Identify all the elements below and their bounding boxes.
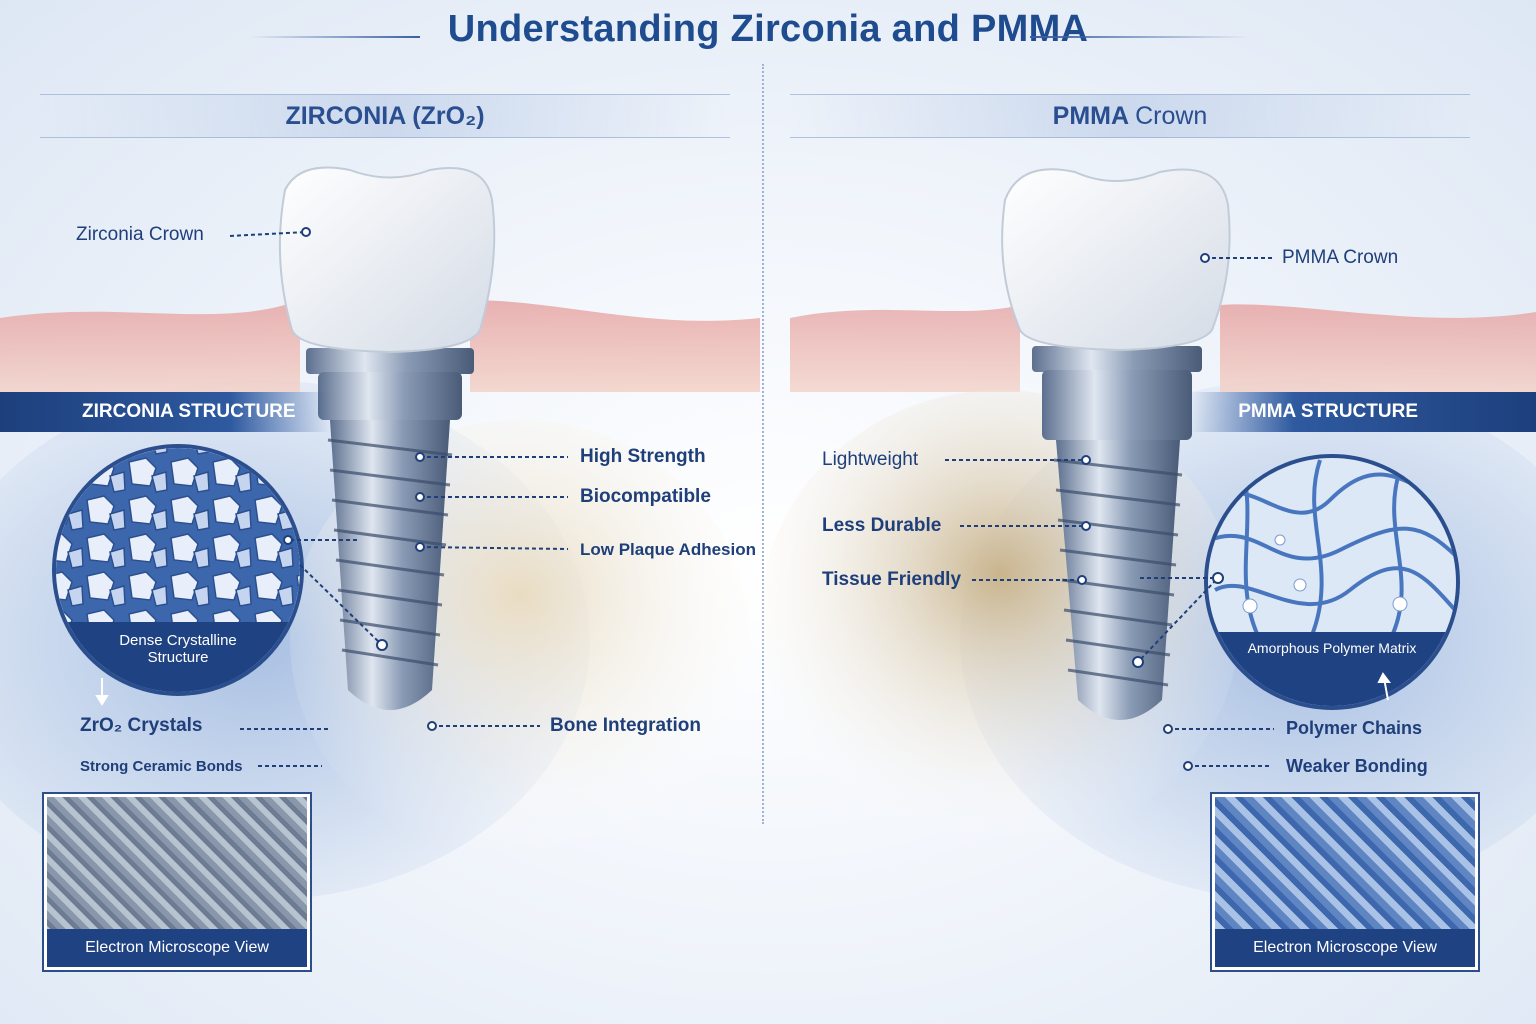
pmma-heading: PMMA Crown [790, 94, 1470, 138]
pmma-circle-caption: Amorphous Polymer Matrix [1247, 640, 1417, 656]
pmma-implant-screw-icon [1032, 346, 1202, 720]
title-rule-left [250, 36, 420, 38]
pmma-crown-label: PMMA Crown [1282, 247, 1399, 268]
zirconia-heading: ZIRCONIA (ZrO₂) [40, 94, 730, 138]
caption-arrows [95, 672, 1391, 706]
zirconia-crown-label: Zirconia Crown [76, 224, 204, 245]
callout-low-plaque-adhesion: Low Plaque Adhesion [580, 540, 756, 559]
page-title: Understanding Zirconia and PMMA [447, 8, 1089, 50]
leader-dots [283, 227, 1224, 771]
pmma-microscope-caption: Electron Microscope View [1215, 929, 1475, 967]
zro2-crystals-label: ZrO₂ Crystals [80, 715, 203, 736]
pmma-tooth-crown-icon [1001, 168, 1231, 352]
pmma-heading-bold: PMMA [1052, 102, 1129, 130]
zirconia-circle-caption: Dense Crystalline Structure [119, 632, 237, 666]
zirconia-microscope-image: Electron Microscope View [42, 792, 312, 972]
pmma-heading-thin: Crown [1135, 102, 1208, 130]
zirconia-structure-banner: ZIRCONIA STRUCTURE [0, 392, 330, 432]
zirconia-tooth-crown-icon [278, 166, 496, 354]
callout-bone-integration: Bone Integration [550, 715, 701, 736]
polymer-chains-label: Polymer Chains [1286, 718, 1423, 738]
callout-biocompatible: Biocompatible [580, 486, 711, 507]
callout-high-strength: High Strength [580, 446, 706, 467]
strong-ceramic-bonds-label: Strong Ceramic Bonds [80, 758, 243, 775]
pmma-microscope-image: Electron Microscope View [1210, 792, 1480, 972]
zirconia-microscope-caption: Electron Microscope View [47, 929, 307, 967]
center-divider [762, 64, 764, 824]
leader-lines [229, 231, 1274, 767]
weaker-bonding-label: Weaker Bonding [1286, 756, 1428, 776]
title-rule-right [1030, 36, 1250, 38]
callout-tissue-friendly: Tissue Friendly [822, 569, 962, 590]
callout-less-durable: Less Durable [822, 515, 942, 536]
callout-lightweight: Lightweight [822, 449, 919, 470]
pmma-structure-banner: PMMA STRUCTURE [1190, 392, 1536, 432]
